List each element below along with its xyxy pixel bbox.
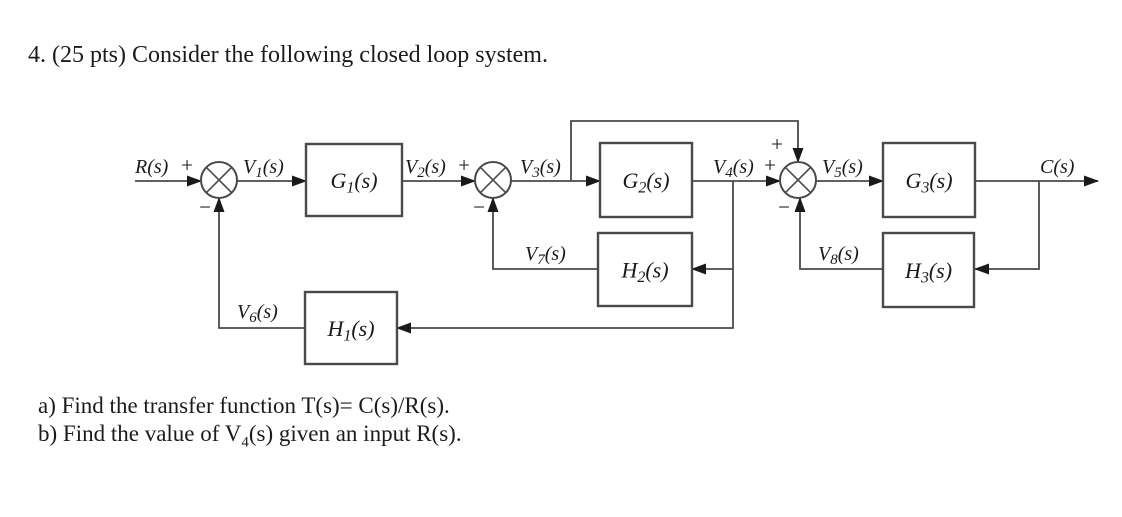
- signal-label-V8: V8(s): [818, 243, 859, 268]
- signal-label-R: R(s): [134, 156, 169, 178]
- block-G3-box: [881, 141, 977, 219]
- question-a-text: a) Find the transfer function T(s)= C(s)…: [38, 393, 450, 418]
- sign-sum2-minus: −: [473, 195, 485, 219]
- block-H3-box: [881, 231, 976, 309]
- sign-sum1-minus: −: [199, 195, 211, 219]
- question-b-pre: b) Find the value of V: [38, 421, 242, 446]
- question-b-subscript: 4: [241, 434, 249, 451]
- signal-label-V5: V5(s): [822, 156, 863, 181]
- problem-title: 4. (25 pts) Consider the following close…: [28, 42, 548, 68]
- signal-label-C: C(s): [1040, 156, 1075, 178]
- block-H2-label: H2(s): [620, 258, 668, 286]
- wire-c-branch-to-h3: [974, 181, 1040, 275]
- wire-v3-feedforward-top: [570, 120, 804, 181]
- signal-label-V4: V4(s): [713, 156, 754, 181]
- block-H2-box: [596, 231, 694, 308]
- block-H3: H3(s): [881, 231, 976, 309]
- block-H3-label: H3(s): [904, 258, 952, 286]
- summing-junction-1: [200, 161, 238, 199]
- summing-junction-3-cross-line: [784, 166, 812, 194]
- summing-junction-2: [474, 161, 512, 199]
- summing-junction-2-cross-line: [479, 166, 507, 194]
- block-H1: H1(s): [303, 290, 399, 366]
- wire-h1-to-sum1: [213, 197, 305, 329]
- block-G2-label: G2(s): [622, 168, 669, 196]
- signal-label-V3: V3(s): [520, 156, 561, 181]
- diagram-content: G1(s) G2(s) G3(s) H2(s) H3(s) H1(s) R(s) V1(s) V…: [134, 120, 1099, 366]
- sign-sum3-minus: −: [778, 195, 790, 219]
- signal-label-V2: V2(s): [405, 156, 446, 181]
- block-G1-label: G1(s): [330, 168, 377, 196]
- question-a: a) Find the transfer function T(s)= C(s)…: [38, 392, 462, 420]
- block-H2: H2(s): [596, 231, 694, 308]
- questions: a) Find the transfer function T(s)= C(s)…: [38, 392, 462, 451]
- block-H1-label: H1(s): [326, 316, 374, 344]
- summing-junction-1-cross-line: [205, 166, 233, 194]
- question-b-post: (s) given an input R(s).: [248, 421, 462, 446]
- sign-sum2-plus: +: [458, 153, 470, 177]
- block-G1-box: [304, 142, 404, 218]
- wire-v4-branch-to-h1: [396, 181, 734, 334]
- sign-sum3-plus-left: +: [764, 153, 776, 177]
- sign-sum3-plus-top: +: [771, 132, 783, 156]
- block-G3: G3(s): [881, 141, 977, 219]
- block-H1-box: [303, 290, 399, 366]
- wire-h2-to-sum2: [487, 197, 598, 270]
- signal-label-V7: V7(s): [525, 243, 566, 268]
- signal-label-V6: V6(s): [237, 301, 278, 326]
- block-G2: G2(s): [598, 141, 694, 219]
- block-G2-box: [598, 141, 694, 219]
- signal-label-V1: V1(s): [243, 156, 284, 181]
- question-b: b) Find the value of V4(s) given an inpu…: [38, 420, 462, 451]
- wire-h3-to-sum3: [794, 197, 883, 270]
- block-G1: G1(s): [304, 142, 404, 218]
- block-G3-label: G3(s): [905, 168, 952, 196]
- sign-sum1-plus: +: [181, 153, 193, 177]
- summing-junction-3: [779, 161, 817, 199]
